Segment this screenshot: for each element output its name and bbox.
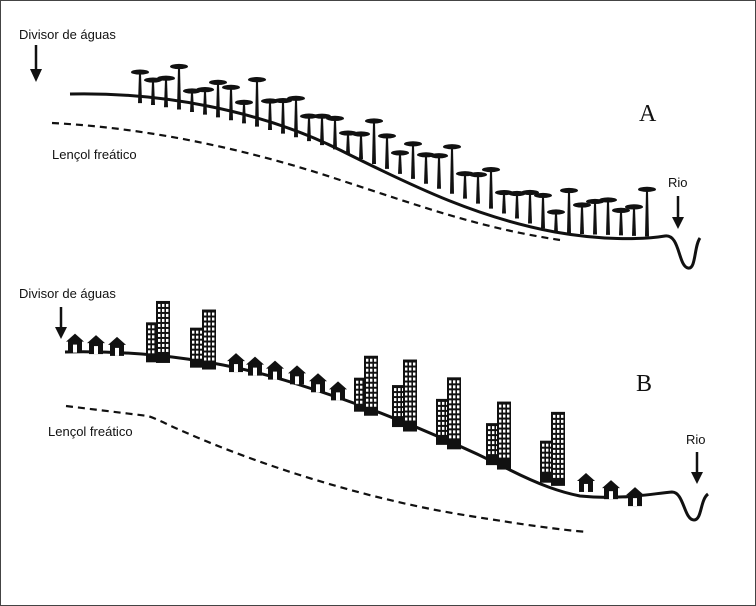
- tree-icon: [248, 77, 266, 127]
- tree-icon: [404, 141, 422, 179]
- tree-icon: [482, 166, 500, 209]
- tree-icon: [326, 115, 344, 150]
- house-icon: [309, 373, 327, 393]
- tree-icon: [196, 87, 214, 115]
- tree-icon: [170, 63, 188, 110]
- tree-icon: [235, 99, 253, 124]
- house-icon: [66, 333, 84, 353]
- panel-b-city: [66, 300, 644, 507]
- panel-a-water-table-label: Lençol freático: [52, 147, 137, 162]
- panel-b-divide-arrow-icon: [55, 307, 67, 339]
- tree-icon: [183, 88, 201, 112]
- panel-a-forest: [131, 63, 656, 237]
- building-icon: [551, 411, 565, 486]
- building-icon: [540, 440, 554, 483]
- tree-icon: [573, 202, 591, 234]
- panel-a-river-arrow-icon: [672, 196, 684, 229]
- panel-b-river-label: Rio: [686, 432, 706, 447]
- house-icon: [266, 360, 284, 380]
- house-icon: [288, 365, 306, 385]
- panel-b: Divisor de águas Lençol freático B Rio: [19, 286, 710, 534]
- tree-icon: [534, 192, 552, 229]
- tree-icon: [144, 77, 162, 106]
- panel-a-divide-arrow-icon: [30, 45, 42, 82]
- tree-icon: [625, 204, 643, 236]
- building-icon: [202, 309, 216, 370]
- tree-icon: [443, 144, 461, 194]
- panel-a-river-label: Rio: [668, 175, 688, 190]
- panel-b-water-table-line: [65, 404, 589, 534]
- panel-b-water-table-label: Lençol freático: [48, 424, 133, 439]
- house-icon: [87, 335, 105, 355]
- house-icon: [108, 336, 126, 356]
- panel-b-divide-label: Divisor de águas: [19, 286, 116, 301]
- tree-icon: [365, 118, 383, 164]
- tree-icon: [547, 209, 565, 234]
- tree-icon: [638, 186, 656, 237]
- tree-icon: [391, 150, 409, 174]
- house-icon: [227, 353, 245, 373]
- tree-icon: [469, 172, 487, 204]
- panel-a-ground-line: [69, 92, 702, 270]
- building-icon: [403, 359, 417, 432]
- tree-icon: [157, 75, 175, 108]
- house-icon: [602, 480, 620, 500]
- tree-icon: [508, 190, 526, 219]
- panel-a-divide-label: Divisor de águas: [19, 27, 116, 42]
- house-icon: [626, 487, 644, 507]
- panel-a-water-table-line: [51, 121, 561, 242]
- tree-icon: [222, 84, 240, 121]
- house-icon: [329, 381, 347, 401]
- tree-icon: [313, 113, 331, 146]
- tree-icon: [599, 197, 617, 235]
- tree-icon: [209, 79, 227, 118]
- tree-icon: [430, 153, 448, 189]
- building-icon: [392, 385, 406, 428]
- tree-icon: [612, 207, 630, 236]
- panel-a-letter: A: [639, 101, 657, 127]
- panel-b-river-arrow-icon: [691, 452, 703, 484]
- tree-icon: [560, 187, 578, 234]
- building-icon: [190, 327, 204, 368]
- house-icon: [246, 356, 264, 376]
- panel-a: Divisor de águas Lençol freático A Rio: [19, 27, 702, 270]
- tree-icon: [378, 133, 396, 169]
- tree-icon: [287, 95, 305, 138]
- tree-icon: [131, 69, 149, 104]
- building-icon: [497, 401, 511, 470]
- panel-b-letter: B: [636, 371, 652, 397]
- tree-icon: [521, 189, 539, 224]
- tree-icon: [352, 131, 370, 160]
- building-icon: [364, 355, 378, 416]
- building-icon: [447, 377, 461, 450]
- building-icon: [156, 300, 170, 363]
- house-icon: [577, 472, 595, 492]
